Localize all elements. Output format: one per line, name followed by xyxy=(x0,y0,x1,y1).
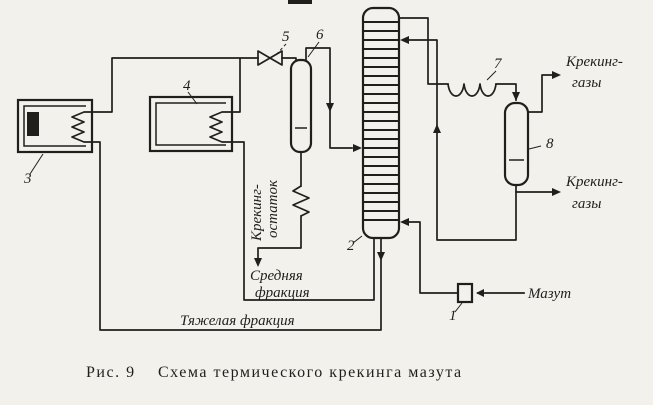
equipment-number-6: 6 xyxy=(316,27,324,43)
flow-arrow-residue-out xyxy=(254,258,262,267)
label-cracking-gases-top-line1: Крекинг- xyxy=(565,54,623,70)
label-pointer-4 xyxy=(187,91,198,105)
equipment-number-3: 3 xyxy=(23,171,32,187)
pipe-reflux xyxy=(408,39,517,241)
figure-caption-text: Схема термического крекинга мазута xyxy=(158,364,463,381)
label-pointer-6 xyxy=(307,41,320,58)
label-heavy-fraction: Тяжелая фракция xyxy=(180,313,295,329)
equipment-numbers: 1 2 3 4 5 6 7 8 xyxy=(23,27,554,324)
flow-arrow-reflux-into-column xyxy=(400,36,409,44)
flow-arrow-gas-top-out xyxy=(552,71,561,79)
label-pointer-1 xyxy=(454,302,463,313)
equipment-number-2: 2 xyxy=(347,238,355,254)
pump-1-body xyxy=(456,282,474,304)
condenser-coil-icon xyxy=(447,83,497,97)
label-feed-mazut: Мазут xyxy=(527,286,571,302)
flow-arrows xyxy=(254,36,561,297)
furnace-4 xyxy=(148,95,234,153)
column-2-body xyxy=(361,6,401,240)
column-2-trays xyxy=(363,21,399,221)
label-cracking-residue-line1: Крекинг- xyxy=(249,184,265,242)
furnace-4-inner-wall xyxy=(155,102,226,146)
furnace-3-burner xyxy=(27,112,39,136)
pump-1 xyxy=(456,282,474,304)
furnace-3 xyxy=(16,98,94,154)
flow-arrow-heavy-down xyxy=(377,252,385,261)
furnace-3-coil-icon xyxy=(71,111,92,143)
pipe-middle-fraction xyxy=(231,141,375,301)
valve-icon xyxy=(257,50,283,66)
pipe-gas-top xyxy=(527,74,553,113)
residue-cooler-coil-icon xyxy=(292,185,310,217)
control-valve-5 xyxy=(257,50,283,66)
separator-8-body xyxy=(503,101,530,187)
evaporator-6-body xyxy=(289,58,313,154)
column-2 xyxy=(361,6,401,240)
flow-arrow-vapor-down xyxy=(326,103,334,112)
equipment-number-4: 4 xyxy=(183,78,191,94)
label-cracking-gases-top-line2: газы xyxy=(572,75,601,91)
label-cracking-gases-bottom-line1: Крекинг- xyxy=(565,174,623,190)
label-middle-fraction-line2: фракция xyxy=(255,285,310,301)
furnace-4-coil-icon xyxy=(209,111,232,143)
label-pointer-8 xyxy=(528,145,542,150)
flow-arrow-into-separator xyxy=(512,92,520,101)
pipe-vapor-to-column xyxy=(305,47,353,149)
pipe-feed-mazut xyxy=(408,221,525,294)
separator-8 xyxy=(503,101,530,187)
furnace-3-inner-wall xyxy=(23,105,86,147)
pipe-residue xyxy=(257,151,302,259)
stream-labels: Крекинг- газы Крекинг- газы Мазут Крекин… xyxy=(180,54,623,329)
equipment-number-1: 1 xyxy=(449,308,457,324)
print-artifact xyxy=(288,0,312,4)
flow-arrow-mazut-in xyxy=(476,289,484,297)
figure-caption-label: Рис. 9 xyxy=(86,364,136,381)
label-middle-fraction-line1: Средняя xyxy=(250,268,303,284)
label-pointer-2 xyxy=(352,235,363,244)
evaporator-6 xyxy=(289,58,313,154)
label-pointer-5 xyxy=(274,43,287,57)
furnace-4-body xyxy=(148,95,234,153)
figure-caption: Рис. 9 Схема термического крекинга мазут… xyxy=(86,364,463,381)
condenser-7 xyxy=(447,83,497,97)
label-pointer-7 xyxy=(486,70,497,81)
equipment-number-7: 7 xyxy=(494,56,503,72)
label-pointer-3 xyxy=(29,153,44,175)
label-cracking-residue-line2: остаток xyxy=(265,179,281,238)
pipes xyxy=(91,17,553,331)
label-cracking-gases-bottom-line2: газы xyxy=(572,196,601,212)
pipe-heavy-fraction xyxy=(91,141,382,331)
flow-arrow-into-column xyxy=(353,144,362,152)
equipment-number-8: 8 xyxy=(546,136,554,152)
flow-arrow-gas-bottom-out xyxy=(552,188,561,196)
equipment-number-5: 5 xyxy=(282,29,290,45)
flow-arrow-feed-into-column xyxy=(400,218,409,226)
flow-arrow-reflux-up xyxy=(433,124,441,133)
label-pointers xyxy=(29,41,542,313)
